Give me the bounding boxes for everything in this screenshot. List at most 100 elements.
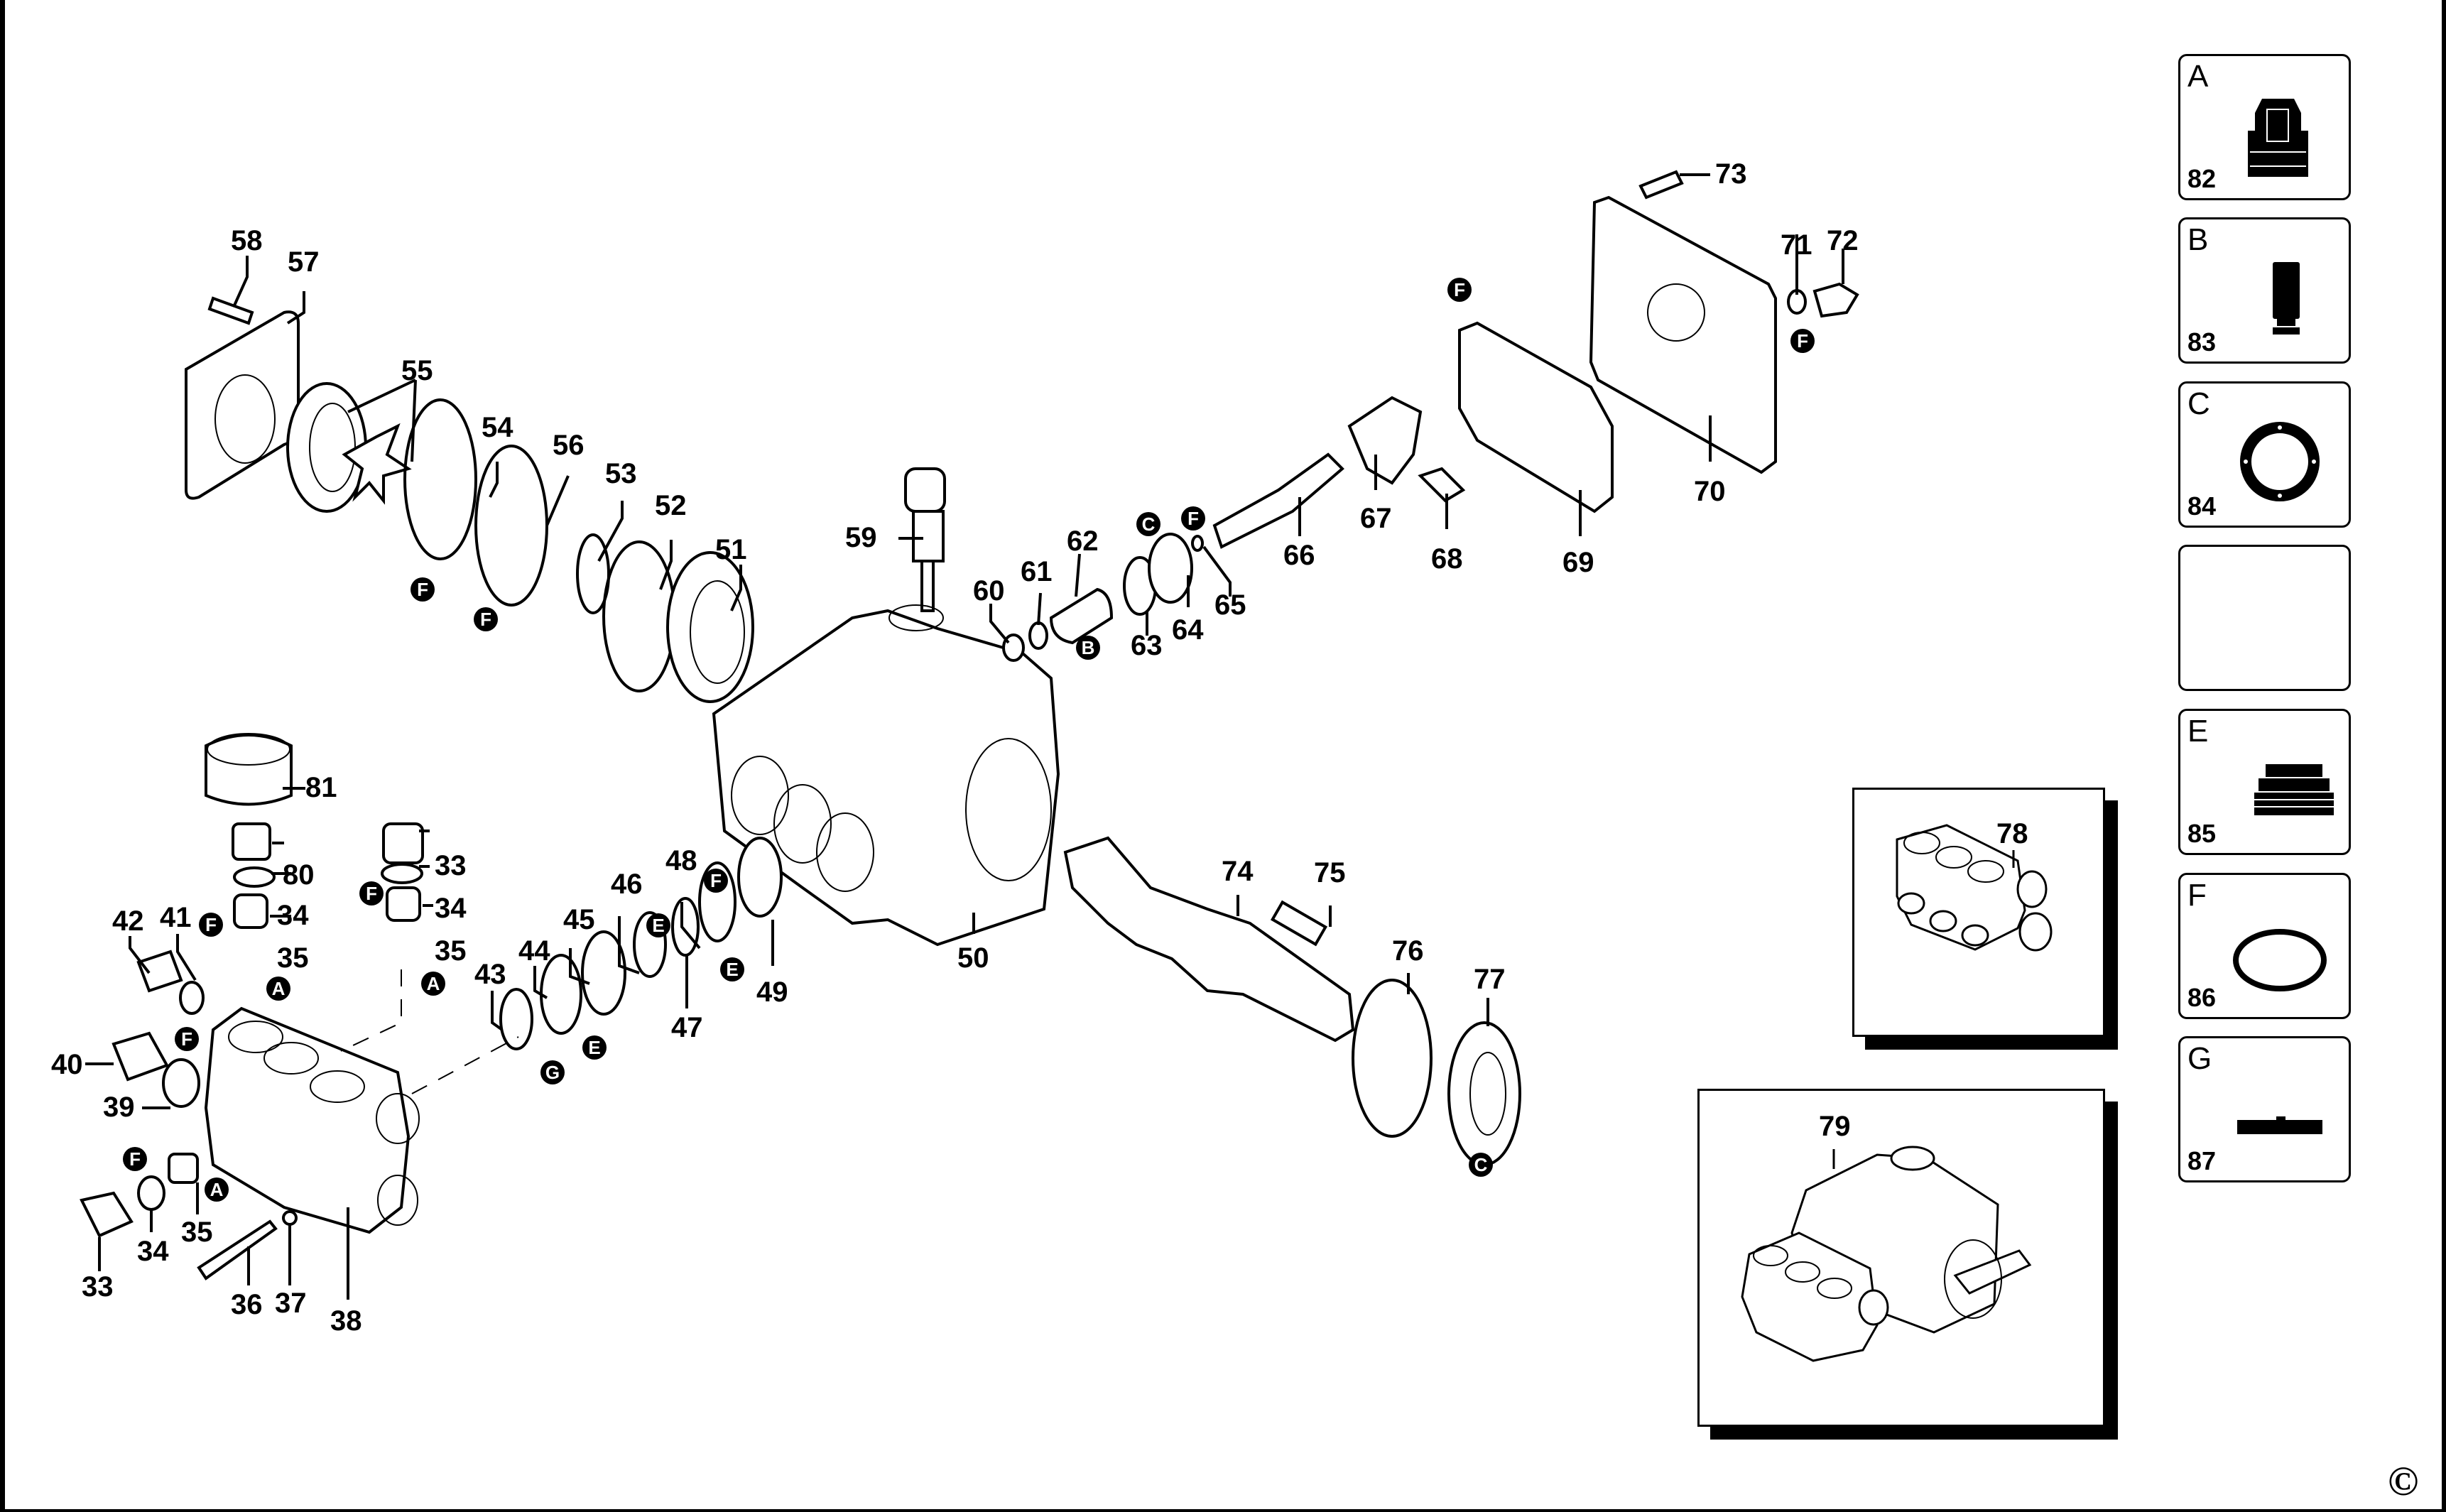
- label-58: 58: [231, 225, 263, 256]
- part-40-plug[interactable]: [112, 1031, 169, 1082]
- kit-box-e[interactable]: E 85: [2178, 709, 2351, 855]
- kit-box-c[interactable]: C 84: [2178, 381, 2351, 528]
- kit-letter: A: [2187, 59, 2209, 94]
- part-74-crankshaft[interactable]: [1063, 836, 1355, 1043]
- part-66-piston-rod[interactable]: [1212, 452, 1344, 549]
- inset-label-79: 79: [1819, 1111, 1851, 1142]
- part-33-plug-c[interactable]: [80, 1191, 134, 1238]
- manifold-assembly-icon: [1896, 824, 2053, 952]
- label-69: 69: [1562, 547, 1594, 578]
- part-55-seal[interactable]: [286, 382, 367, 513]
- part-50-crankcase[interactable]: [712, 609, 1060, 947]
- part-64-seal[interactable]: [1148, 533, 1193, 604]
- part-73-bolt[interactable]: [1638, 170, 1684, 200]
- part-61-washer[interactable]: [1028, 621, 1048, 650]
- inset-manifold-assembly[interactable]: 78: [1852, 788, 2105, 1037]
- kit-box-g[interactable]: G 87: [2178, 1036, 2351, 1182]
- gasket-ring-icon: [2240, 422, 2320, 501]
- label-57: 57: [288, 246, 320, 278]
- badge-C: C: [1469, 1153, 1493, 1177]
- leader-lines: [85, 173, 1844, 1300]
- part-49-seal[interactable]: [737, 837, 783, 918]
- label-77: 77: [1474, 964, 1506, 995]
- part-81-gauge[interactable]: [205, 734, 293, 806]
- part-76-bearing[interactable]: [1352, 979, 1433, 1138]
- part-35-valve-b[interactable]: [386, 886, 421, 922]
- part-59-dipstick[interactable]: [904, 467, 946, 513]
- part-52-circlip[interactable]: [602, 540, 676, 692]
- part-70-cover[interactable]: [1589, 195, 1777, 474]
- badge-F: F: [359, 881, 384, 905]
- label-80: 80: [283, 859, 315, 891]
- svg-text:E: E: [652, 915, 664, 936]
- part-55-spring[interactable]: [342, 423, 412, 505]
- part-33-plug[interactable]: [382, 822, 424, 864]
- part-number-labels: 58 57 55 54 56 53 52 51 59 60 61 62 63 6…: [51, 158, 1859, 1337]
- part-44-seal[interactable]: [540, 954, 582, 1035]
- svg-text:C: C: [1474, 1154, 1488, 1175]
- badge-F: F: [123, 1147, 147, 1171]
- part-65-ring[interactable]: [1191, 535, 1204, 552]
- label-40: 40: [51, 1049, 83, 1080]
- part-75-key[interactable]: [1270, 900, 1328, 947]
- label-42: 42: [112, 905, 144, 937]
- part-80-adapter[interactable]: [232, 822, 271, 861]
- label-43: 43: [474, 959, 506, 990]
- part-72-plug[interactable]: [1812, 282, 1859, 318]
- kit-letter: E: [2187, 714, 2209, 749]
- badge-E: E: [646, 913, 670, 937]
- label-34-lower: 34: [137, 1236, 169, 1267]
- inset-complete-pump[interactable]: 79: [1697, 1089, 2105, 1427]
- kit-box-a[interactable]: A 82: [2178, 54, 2351, 200]
- seal-stack-icon: [2254, 764, 2334, 815]
- part-41-ring[interactable]: [179, 981, 205, 1015]
- label-50: 50: [957, 942, 989, 974]
- label-46: 46: [611, 869, 643, 900]
- part-43-ring[interactable]: [499, 988, 533, 1050]
- part-67-conrod[interactable]: [1347, 396, 1423, 485]
- label-39: 39: [103, 1092, 135, 1123]
- kit-box-b[interactable]: B 83: [2178, 217, 2351, 364]
- part-35-valve-c[interactable]: [168, 1153, 199, 1184]
- kit-box-f[interactable]: F 86: [2178, 873, 2351, 1019]
- svg-text:F: F: [710, 870, 722, 891]
- part-39-ring[interactable]: [162, 1058, 200, 1108]
- part-56-ring[interactable]: [474, 445, 548, 607]
- part-48-ring[interactable]: [698, 861, 736, 942]
- label-63: 63: [1131, 630, 1163, 661]
- part-77-seal[interactable]: [1447, 1021, 1521, 1166]
- part-34-ring[interactable]: [233, 866, 276, 888]
- svg-text:F: F: [1187, 508, 1199, 529]
- svg-text:F: F: [181, 1028, 192, 1050]
- label-48: 48: [665, 845, 697, 876]
- part-68-pin[interactable]: [1418, 467, 1466, 503]
- label-47: 47: [671, 1012, 703, 1043]
- label-55: 55: [401, 355, 433, 386]
- badge-G: G: [540, 1060, 565, 1084]
- part-51-bearing[interactable]: [666, 551, 754, 703]
- svg-text:F: F: [129, 1148, 141, 1170]
- part-45-seal[interactable]: [581, 930, 626, 1016]
- part-62-sleeve[interactable]: [1049, 587, 1114, 645]
- kit-number: 84: [2187, 491, 2217, 521]
- kit-box-empty: [2178, 545, 2351, 691]
- part-37-washer[interactable]: [282, 1210, 298, 1226]
- label-35-lower: 35: [181, 1217, 213, 1248]
- label-65: 65: [1214, 589, 1246, 621]
- part-42-plug[interactable]: [136, 950, 183, 993]
- flat-seal-icon: [2237, 1116, 2322, 1134]
- svg-text:F: F: [366, 883, 377, 904]
- badge-F: F: [199, 913, 223, 937]
- part-35-valve[interactable]: [233, 893, 268, 929]
- part-47-ring[interactable]: [671, 897, 700, 957]
- svg-text:C: C: [1142, 513, 1156, 535]
- part-34-ring-b[interactable]: [381, 863, 423, 884]
- label-64: 64: [1172, 614, 1204, 646]
- part-58-bolt[interactable]: [207, 296, 254, 325]
- part-57-flange[interactable]: [185, 310, 300, 500]
- part-54-ring[interactable]: [403, 398, 477, 560]
- part-36-bolt[interactable]: [197, 1219, 278, 1280]
- part-34-ring-c[interactable]: [137, 1175, 165, 1211]
- part-69-gasket[interactable]: [1458, 321, 1614, 513]
